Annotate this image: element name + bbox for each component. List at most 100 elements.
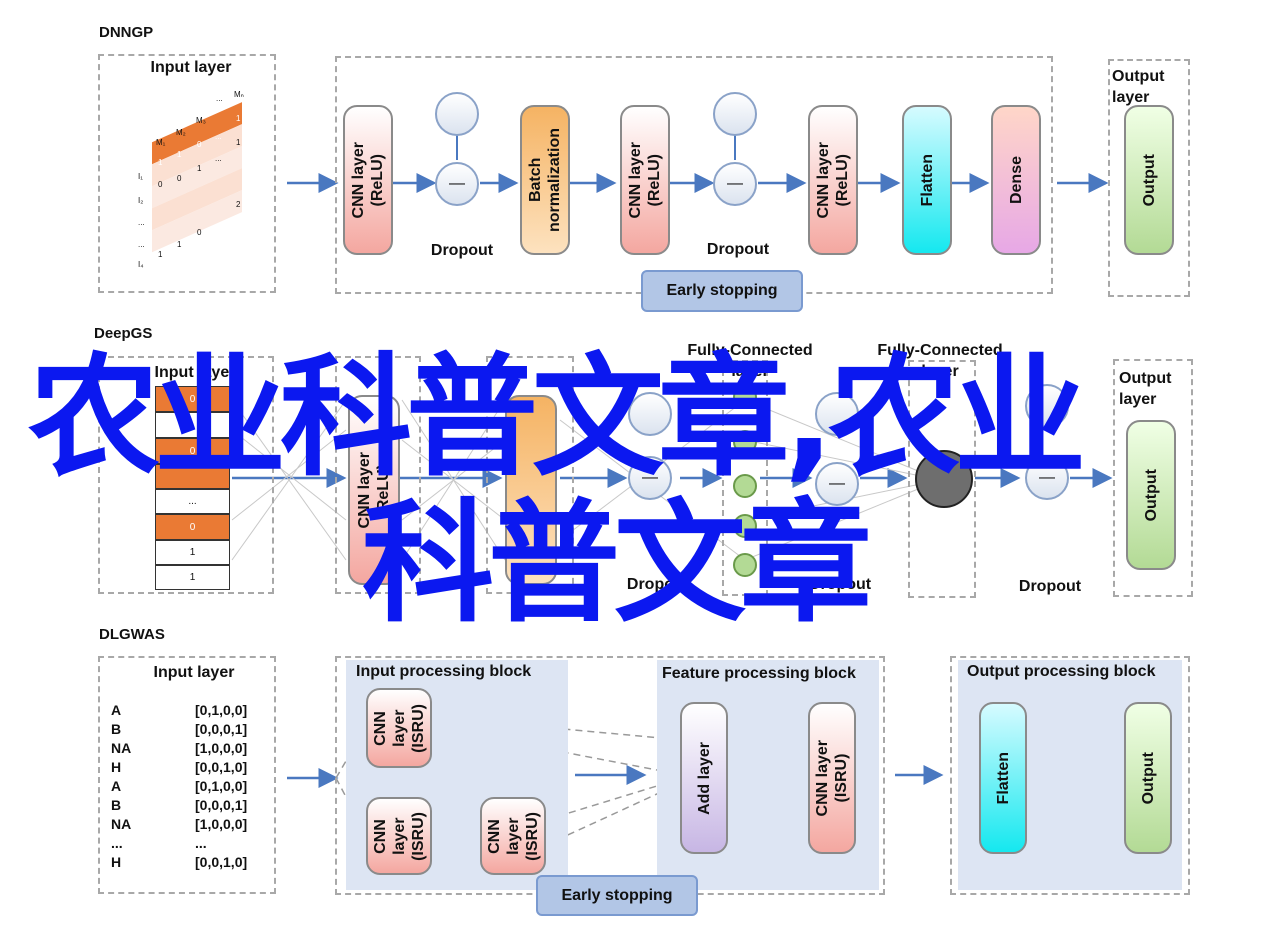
dnngp-dropout-icon-1: — (435, 162, 479, 206)
deepgs-input-cell (155, 412, 230, 438)
deepgs-dropout-icon-3: — (1025, 456, 1069, 500)
deepgs-input-cell (155, 464, 230, 489)
deepgs-fc2-neuron (915, 450, 973, 508)
deepgs-dropout-label-2: Dropout (808, 576, 872, 593)
dlgwas-output-block-title: Output processing block (967, 663, 1156, 680)
dlgwas-cnn-isru-2: CNN layer (ISRU) (366, 797, 432, 875)
encoding-base: ... (111, 835, 123, 851)
matrix-row-dots-1: ... (138, 218, 145, 227)
dnngp-dropout-label-1: Dropout (430, 242, 494, 259)
encoding-row: H [0,0,1,0] (111, 759, 247, 775)
deepgs-fc-label-1: Fully-Connected layer (687, 342, 813, 380)
encoding-row: NA[1,0,0,0] (111, 740, 247, 756)
encoding-base: H (111, 759, 122, 775)
dlgwas-flatten: Flatten (979, 702, 1027, 854)
matrix-cell: 1 (158, 250, 163, 259)
matrix-header-m1: M₁ (156, 138, 166, 147)
dnngp-output-node: Output (1124, 105, 1174, 255)
deepgs-fc-box-1 (722, 360, 768, 596)
dlgwas-feature-block-title: Feature processing block (662, 665, 856, 682)
encoding-code: [0,0,1,0] (195, 759, 248, 775)
encoding-base: NA (111, 816, 132, 832)
dnngp-activation-icon-2 (713, 92, 757, 136)
deepgs-pool-box (486, 356, 574, 594)
deepgs-input-label: Input layer (154, 364, 236, 381)
encoding-row: A [0,1,0,0] (111, 702, 247, 718)
encoding-row: ...... (111, 835, 207, 851)
dlgwas-input-label: Input layer (153, 664, 235, 681)
deepgs-input-cell: 0 (155, 386, 230, 412)
matrix-cell: 1 (177, 240, 182, 249)
encoding-code: [0,0,0,1] (195, 721, 248, 737)
deepgs-input-cell: 1 (155, 540, 230, 565)
encoding-row: A[0,1,0,0] (111, 778, 247, 794)
matrix-row-i2: I₂ (138, 196, 144, 205)
matrix-header-dots: ... (216, 94, 223, 103)
deepgs-input-cell: 1 (155, 565, 230, 590)
dlgwas-input-block-title: Input processing block (356, 663, 532, 680)
dnngp-early-stopping: Early stopping (641, 270, 803, 312)
matrix-cell: 1 (236, 114, 241, 123)
dlgwas-early-stopping: Early stopping (536, 875, 698, 916)
deepgs-dropout-label-3: Dropout (1018, 578, 1082, 595)
encoding-code: [0,0,1,0] (195, 854, 248, 870)
dnngp-dense: Dense (991, 105, 1041, 255)
matrix-cell: 1 (177, 150, 182, 159)
encoding-base: H (111, 854, 122, 870)
encoding-row: B [0,0,0,1] (111, 721, 247, 737)
dnngp-cnn-layer-1: CNN layer (ReLU) (343, 105, 393, 255)
deepgs-input-box (98, 356, 274, 594)
matrix-row-i4: I₄ (138, 260, 144, 269)
matrix-cell: 0 (177, 174, 182, 183)
encoding-base: NA (111, 740, 132, 756)
deepgs-fc-neuron (733, 430, 757, 454)
deepgs-cnn-layer: CNN layer (ReLU) (348, 395, 400, 585)
dnngp-input-label: Input layer (150, 59, 232, 76)
dnngp-dropout-label-2: Dropout (706, 241, 770, 258)
deepgs-fc-neuron (733, 514, 757, 538)
dnngp-output-box (1108, 59, 1190, 297)
encoding-base: B (111, 797, 122, 813)
deepgs-input-cell: 0 (155, 514, 230, 540)
overlay-text-line-2: 科普文章 (362, 487, 872, 641)
encoding-base: B (111, 721, 122, 737)
deepgs-input-cell: ... (155, 489, 230, 514)
deepgs-activation-icon-3 (1025, 384, 1069, 428)
dlgwas-cnn-isru-4: CNN layer (ISRU) (808, 702, 856, 854)
matrix-cell: 0 (197, 140, 202, 149)
deepgs-activation-icon (628, 392, 672, 436)
deepgs-output-label: Output layer (1119, 370, 1172, 408)
dlgwas-add-layer: Add layer (680, 702, 728, 854)
section-title-deepgs: DeepGS (94, 325, 153, 342)
deepgs-dropout-label-1: Dropout (626, 576, 690, 593)
deepgs-fc-neuron (733, 553, 757, 577)
dlgwas-cnn-isru-1: CNN layer (ISRU) (366, 688, 432, 768)
deepgs-fc-neuron (733, 385, 757, 409)
dlgwas-output-box (950, 656, 1190, 895)
matrix-cell: 0 (158, 180, 163, 189)
section-title-dnngp: DNNGP (99, 24, 154, 41)
overlay-text-line-1: 农业科普文章,农业 (28, 341, 1086, 495)
matrix-cell: 2 (236, 200, 241, 209)
deepgs-cnn-box (335, 356, 421, 594)
encoding-code: ... (195, 835, 207, 851)
dnngp-input-matrix: M₁ M₂ M₃ ... Mₙ I₁ I₂ ... ... I₄ 1 1 0 .… (130, 88, 270, 278)
matrix-row-i1: I₁ (138, 172, 143, 181)
deepgs-dropout-icon-1: — (628, 456, 672, 500)
dnngp-cnn-layer-3: CNN layer (ReLU) (808, 105, 858, 255)
section-title-dlgwas: DLGWAS (99, 626, 165, 643)
matrix-header-m2: M₂ (176, 128, 186, 137)
deepgs-dropout-icon-2: — (815, 462, 859, 506)
matrix-header-m3: M₃ (196, 116, 206, 125)
encoding-code: [1,0,0,0] (195, 816, 248, 832)
matrix-cell: 1 (158, 158, 163, 167)
dnngp-output-label: Output layer (1112, 68, 1165, 106)
dnngp-batch-normalization: Batch normalization (520, 105, 570, 255)
deepgs-fc-box-2 (908, 360, 976, 598)
deepgs-output-box (1113, 359, 1193, 597)
encoding-base: A (111, 702, 122, 718)
encoding-code: [0,1,0,0] (195, 702, 248, 718)
deepgs-activation-icon-2 (815, 392, 859, 436)
dnngp-input-box (98, 54, 276, 293)
matrix-cell: 0 (197, 228, 202, 237)
